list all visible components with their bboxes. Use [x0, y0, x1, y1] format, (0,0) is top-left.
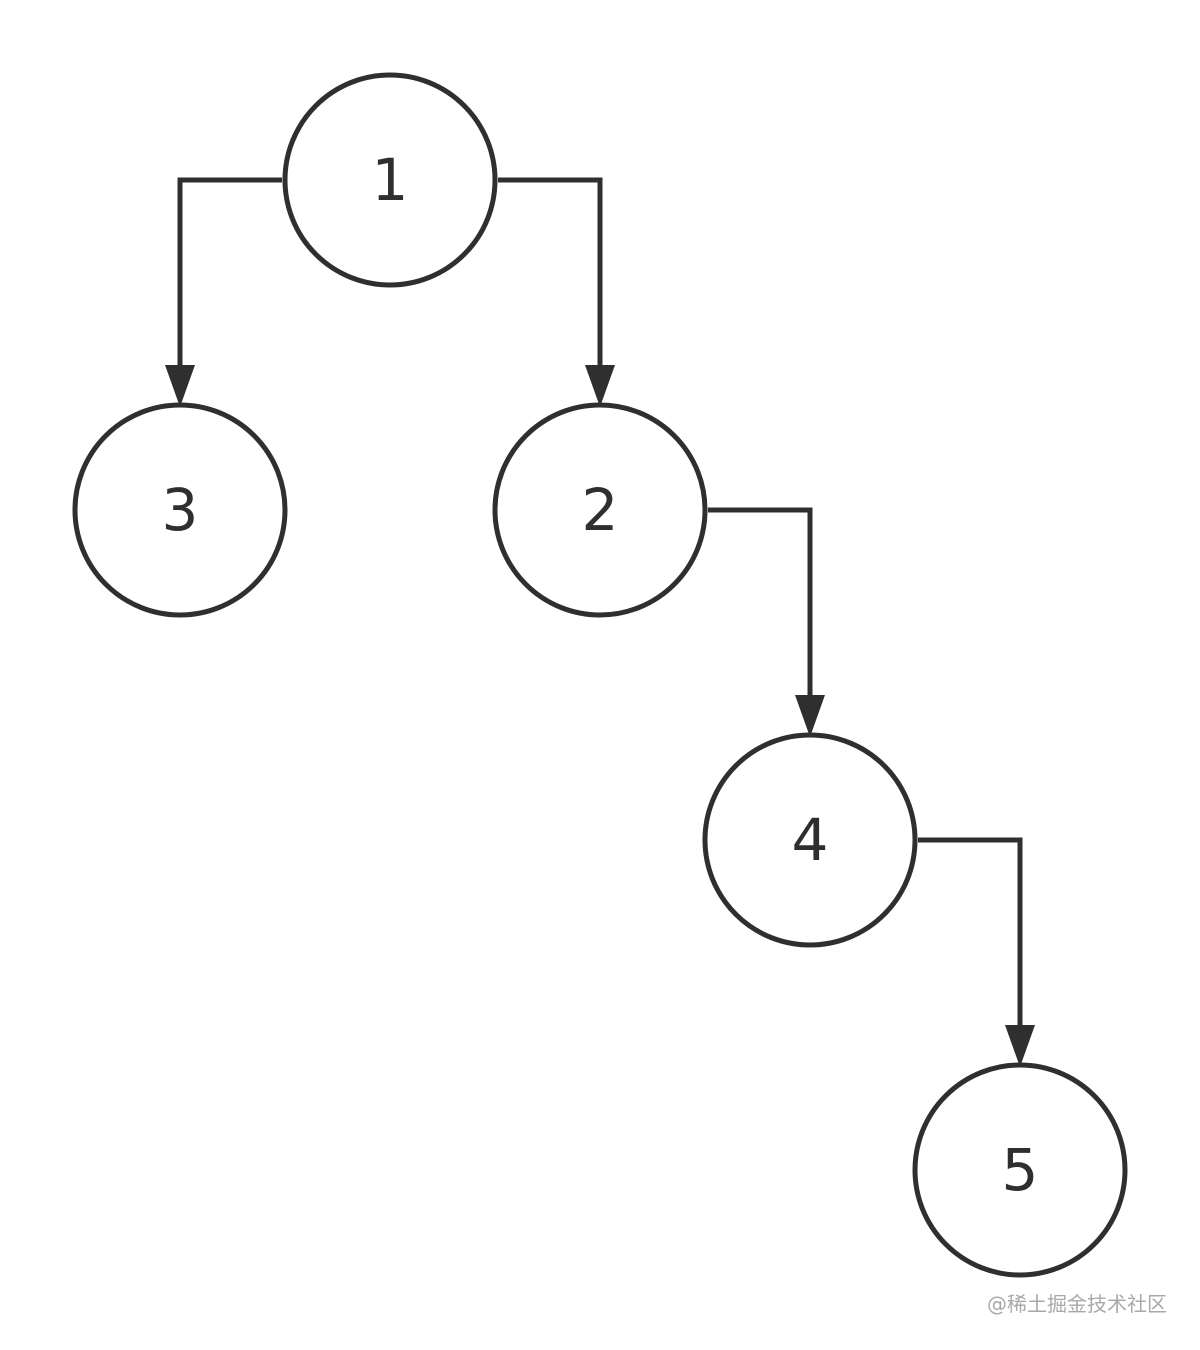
- edge-n1-n3: [177, 177, 282, 369]
- node-4: 4: [702, 732, 918, 948]
- arrowhead-icon: [165, 365, 195, 407]
- edge-n4-n5: [918, 837, 1023, 1029]
- watermark-text: @稀土掘金技术社区: [987, 1292, 1167, 1316]
- edge-n1-n2: [498, 177, 603, 369]
- node-circle: [72, 402, 288, 618]
- edge-n2-n4: [708, 507, 813, 699]
- node-label: 1: [372, 146, 409, 214]
- node-label: 2: [582, 476, 619, 544]
- node-circle: [492, 402, 708, 618]
- node-2: 2: [492, 402, 708, 618]
- node-label: 4: [792, 806, 829, 874]
- edges-layer: [165, 177, 1035, 1067]
- node-label: 5: [1002, 1136, 1039, 1204]
- arrowhead-icon: [585, 365, 615, 407]
- arrowhead-icon: [795, 695, 825, 737]
- node-label: 3: [162, 476, 199, 544]
- node-circle: [702, 732, 918, 948]
- node-circle: [912, 1062, 1128, 1278]
- node-circle: [282, 72, 498, 288]
- arrowhead-icon: [1005, 1025, 1035, 1067]
- nodes-layer: 1 3 2 4 5: [72, 72, 1128, 1278]
- node-1: 1: [282, 72, 498, 288]
- node-3: 3: [72, 402, 288, 618]
- node-5: 5: [912, 1062, 1128, 1278]
